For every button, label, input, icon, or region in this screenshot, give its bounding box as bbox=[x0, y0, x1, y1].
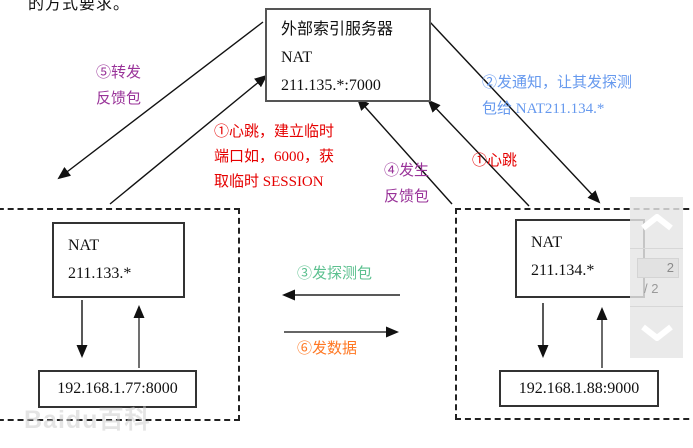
pager-section: 2 / 2 bbox=[630, 248, 683, 307]
current-page-input[interactable]: 2 bbox=[637, 258, 679, 278]
chevron-up-icon bbox=[640, 214, 673, 231]
left-nat-line: NAT bbox=[68, 237, 100, 254]
page-down-button[interactable] bbox=[630, 307, 683, 358]
page-up-button[interactable] bbox=[630, 197, 683, 248]
right-host-box: 192.168.1.88:9000 bbox=[499, 370, 659, 407]
label-step3-probe: ③发探测包 bbox=[297, 266, 373, 282]
label-line: 包给 NAT211.134.* bbox=[482, 101, 605, 117]
label-step5-forward-feedback: ⑤转发 反馈包 bbox=[96, 60, 141, 112]
label-step4-send-feedback: ④发生 反馈包 bbox=[384, 158, 429, 210]
chevron-down-icon bbox=[640, 324, 673, 341]
left-lan-boundary bbox=[0, 208, 240, 421]
right-nat-box: NAT 211.134.* bbox=[515, 219, 645, 298]
server-box-line: 外部索引服务器 bbox=[281, 21, 394, 38]
label-line: 反馈包 bbox=[96, 91, 142, 107]
label-line: 反馈包 bbox=[384, 189, 430, 205]
clipped-paragraph-text: 的方式要求。 bbox=[28, 0, 131, 13]
right-lan-boundary bbox=[455, 208, 693, 420]
left-nat-line: 211.133.* bbox=[68, 265, 132, 282]
page-scroller: 2 / 2 bbox=[630, 197, 683, 358]
right-nat-line: 211.134.* bbox=[531, 262, 595, 279]
label-line: 取临时 SESSION bbox=[214, 174, 324, 190]
label-step2-notify: ②发通知，让其发探测 包给 NAT211.134.* bbox=[482, 70, 632, 122]
label-line: ②发通知，让其发探测 bbox=[482, 75, 633, 91]
right-nat-line: NAT bbox=[531, 234, 563, 251]
server-box-line: 211.135.*:7000 bbox=[281, 77, 381, 94]
label-step1-heartbeat-right: ①心跳 bbox=[472, 153, 518, 169]
label-line: ④发生 bbox=[384, 163, 430, 179]
server-box-line: NAT bbox=[281, 49, 313, 66]
label-line: 端口如，6000，获 bbox=[214, 149, 335, 165]
label-line: ⑤转发 bbox=[96, 65, 142, 81]
left-nat-box: NAT 211.133.* bbox=[52, 222, 185, 298]
server-box: 外部索引服务器 NAT 211.135.*:7000 bbox=[265, 8, 431, 102]
total-pages-label: / 2 bbox=[644, 281, 659, 296]
watermark: Baidu百科 bbox=[24, 406, 151, 434]
label-step6-send-data: ⑥发数据 bbox=[297, 341, 358, 357]
label-line: ①心跳，建立临时 bbox=[214, 124, 335, 140]
left-host-box: 192.168.1.77:8000 bbox=[38, 370, 197, 408]
label-step1-heartbeat-left: ①心跳，建立临时 端口如，6000，获 取临时 SESSION bbox=[214, 120, 334, 195]
